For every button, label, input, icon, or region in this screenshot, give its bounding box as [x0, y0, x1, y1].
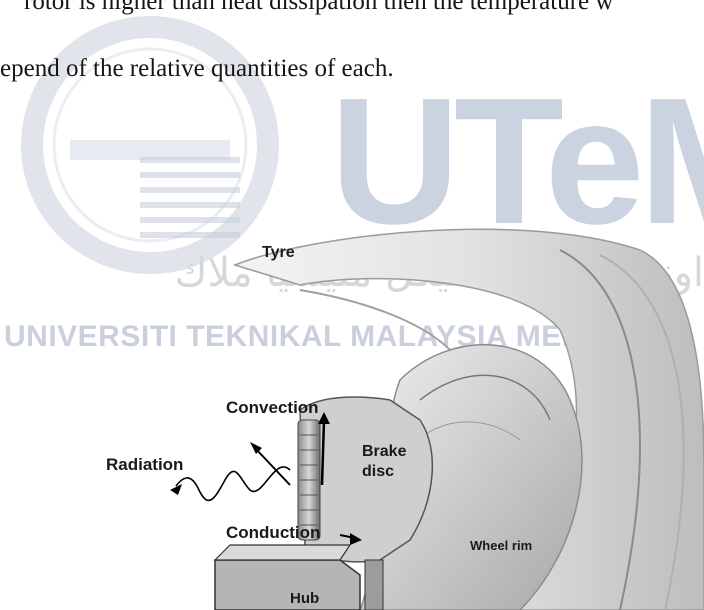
body-text-line-1: rotor is higher than heat dissipation th…: [24, 0, 613, 16]
convection-arrow: [250, 442, 290, 485]
label-convection: Convection: [226, 398, 319, 418]
label-brake: Brake: [362, 443, 406, 461]
body-text-line-2: epend of the relative quantities of each…: [0, 55, 394, 83]
label-radiation: Radiation: [106, 455, 183, 475]
label-tyre: Tyre: [262, 244, 295, 262]
label-disc: disc: [362, 463, 394, 481]
label-conduction: Conduction: [226, 523, 320, 543]
radiation-wave: [170, 467, 290, 501]
label-hub: Hub: [290, 590, 319, 607]
label-wheel-rim: Wheel rim: [470, 538, 532, 553]
